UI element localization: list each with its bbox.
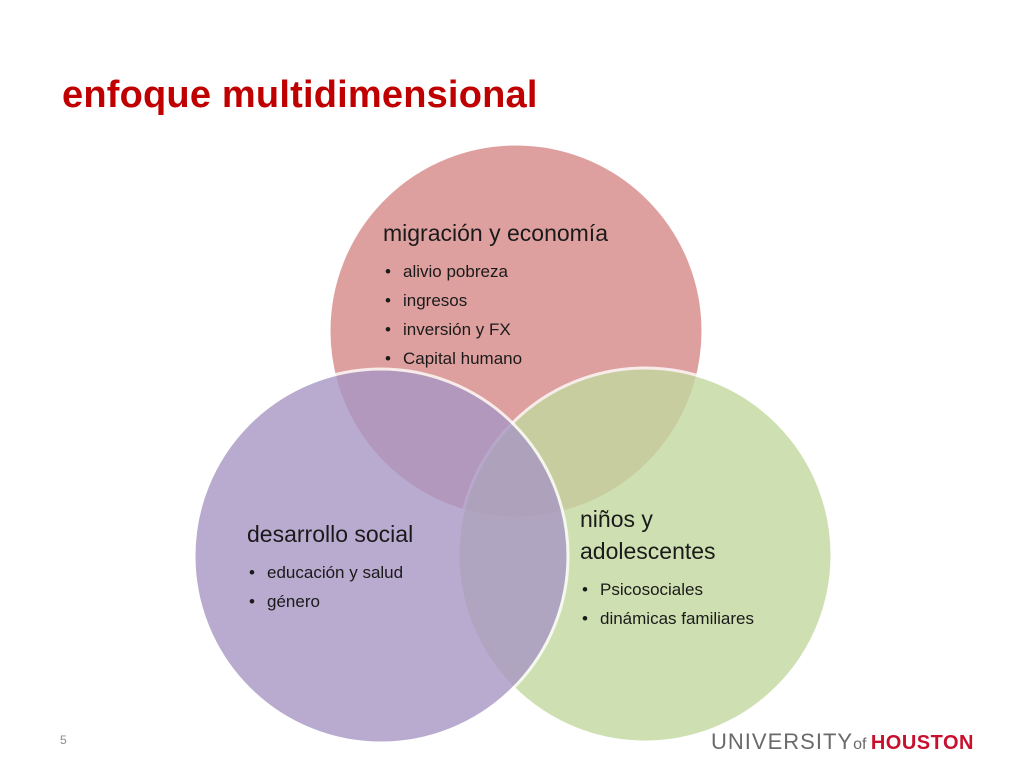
logo-houston-text: HOUSTON: [870, 732, 974, 754]
circle-desarrollo-heading: desarrollo social: [247, 521, 414, 547]
list-item: •género: [247, 587, 457, 616]
list-item: •educación y salud: [247, 558, 457, 587]
circle-desarrollo-text: desarrollo social •educación y salud •gé…: [247, 518, 457, 616]
bullet-icon: •: [582, 609, 588, 628]
list-item: •inversión y FX: [383, 315, 683, 344]
bullet-icon: •: [385, 262, 391, 281]
circle-migracion-heading: migración y economía: [383, 220, 608, 246]
list-item: •Capital humano: [383, 344, 683, 373]
slide-title: enfoque multidimensional: [62, 74, 538, 116]
list-item: •dinámicas familiares: [580, 604, 810, 633]
bullet-icon: •: [385, 320, 391, 339]
bullet-icon: •: [582, 580, 588, 599]
circle-ninos-heading: niños y adolescentes: [580, 503, 810, 567]
list-item: •Psicosociales: [580, 575, 810, 604]
bullet-icon: •: [385, 291, 391, 310]
list-item: •alivio pobreza: [383, 257, 683, 286]
list-item: •ingresos: [383, 286, 683, 315]
circle-migracion-text: migración y economía •alivio pobreza •in…: [383, 217, 683, 373]
university-of-houston-logo: UNIVERSITYof HOUSTON: [711, 729, 974, 755]
circle-desarrollo: [192, 367, 570, 745]
circle-ninos-heading-line2: adolescentes: [580, 538, 716, 564]
logo-of-text: of: [853, 736, 867, 753]
circle-ninos-heading-line1: niños y: [580, 506, 653, 532]
bullet-icon: •: [249, 563, 255, 582]
circle-ninos-list: •Psicosociales •dinámicas familiares: [580, 575, 810, 633]
page-number: 5: [60, 733, 67, 747]
circle-ninos-text: niños y adolescentes •Psicosociales •din…: [580, 503, 810, 633]
bullet-icon: •: [249, 592, 255, 611]
bullet-icon: •: [385, 349, 391, 368]
logo-university-text: UNIVERSITY: [711, 729, 854, 754]
circle-migracion-list: •alivio pobreza •ingresos •inversión y F…: [383, 257, 683, 373]
circle-desarrollo-list: •educación y salud •género: [247, 558, 457, 616]
